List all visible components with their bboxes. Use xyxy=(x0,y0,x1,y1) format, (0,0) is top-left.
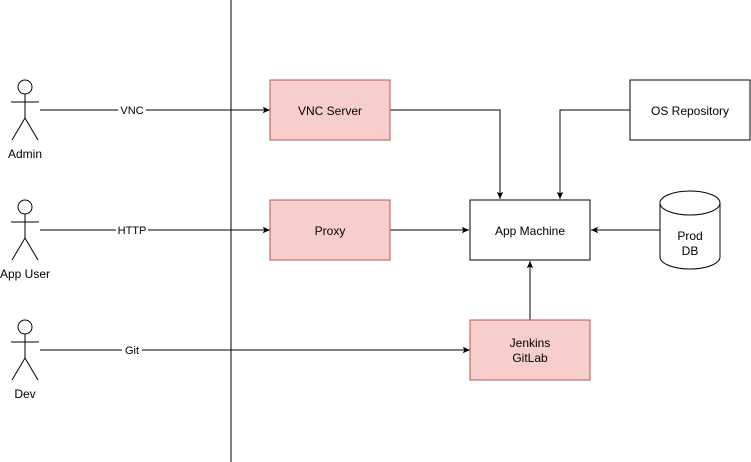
actor-app-user[interactable] xyxy=(11,199,39,261)
node-proxy[interactable]: Proxy xyxy=(269,199,391,261)
node-proxy-label: Proxy xyxy=(315,224,346,238)
node-prod-db-label-2: DB xyxy=(682,244,699,258)
edge-dev-jenkins-label: Git xyxy=(125,345,139,357)
edge-osrepo-app xyxy=(556,109,630,199)
node-vnc-server-label: VNC Server xyxy=(298,104,362,118)
node-app-machine[interactable]: App Machine xyxy=(469,199,591,261)
actor-admin[interactable] xyxy=(11,79,39,141)
node-jenkins-label: Jenkins xyxy=(510,336,551,350)
node-prod-db[interactable]: Prod DB xyxy=(659,190,721,270)
edge-admin-vnc-label: VNC xyxy=(120,105,143,117)
edge-user-proxy-label: HTTP xyxy=(118,225,147,237)
edge-vnc-app xyxy=(390,109,504,199)
node-vnc-server[interactable]: VNC Server xyxy=(269,79,391,141)
node-app-machine-label: App Machine xyxy=(495,224,565,238)
node-gitlab-label: GitLab xyxy=(512,351,548,365)
actor-app-user-label: App User xyxy=(0,267,50,281)
node-jenkins-gitlab[interactable]: Jenkins GitLab xyxy=(469,319,591,381)
node-prod-db-label-1: Prod xyxy=(677,229,702,243)
node-os-repository-label: OS Repository xyxy=(651,104,729,118)
actor-dev[interactable] xyxy=(11,319,39,381)
node-os-repository[interactable]: OS Repository xyxy=(629,79,751,141)
actor-admin-label: Admin xyxy=(8,147,42,161)
actor-dev-label: Dev xyxy=(14,387,35,401)
